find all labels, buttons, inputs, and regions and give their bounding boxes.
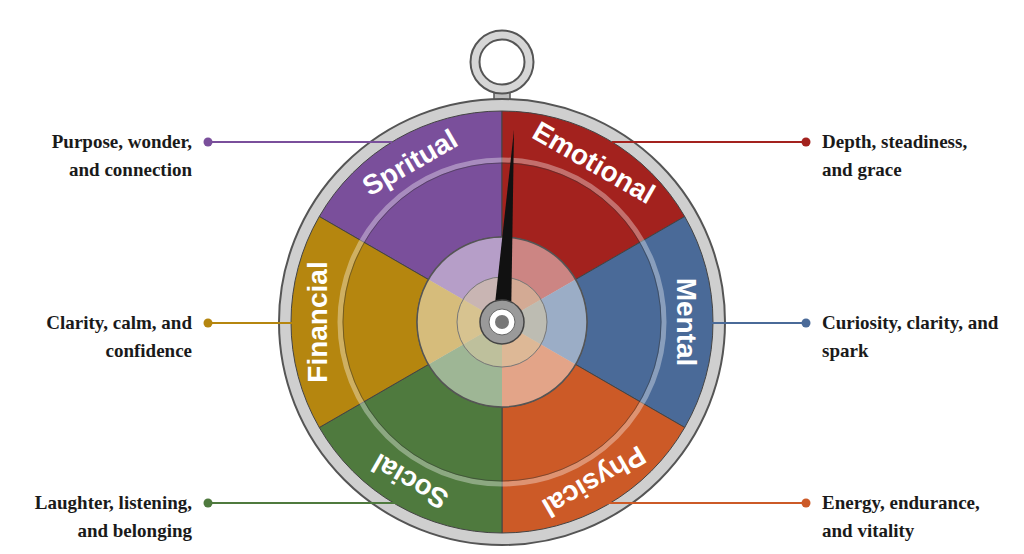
- segment-label-box: Social: [363, 445, 457, 518]
- segment-name: Emotional: [524, 113, 664, 212]
- callout-text: Clarity, calm, and confidence: [42, 309, 192, 365]
- bevel-ring: [340, 160, 664, 484]
- needle-hub: [480, 300, 524, 344]
- leader-dot: [802, 319, 811, 328]
- segment-name: Physical: [533, 437, 654, 526]
- callout-text: Purpose, wonder, and connection: [20, 128, 192, 184]
- segment-label-box: Mental: [670, 274, 702, 371]
- leader-dot: [204, 499, 213, 508]
- inner-ring-line: [343, 163, 661, 481]
- leader-dot: [802, 138, 811, 147]
- segment-label-box: Financial: [302, 257, 334, 386]
- ring-outline: [475, 35, 529, 89]
- hub-ring: [489, 309, 515, 335]
- callout-text: Depth, steadiness, and grace: [822, 128, 1002, 184]
- segment-label-box: Physical: [533, 437, 654, 526]
- leader-line: [208, 141, 392, 143]
- leader-line: [208, 502, 398, 504]
- hub-pin: [495, 315, 509, 329]
- leader-dot: [204, 319, 213, 328]
- leader-line: [208, 322, 300, 324]
- segment-name: Mental: [670, 274, 702, 371]
- leader-line: [612, 141, 806, 143]
- callout-text: Energy, endurance, and vitality: [822, 489, 1004, 545]
- segment-name: Financial: [302, 257, 334, 386]
- leader-dot: [204, 138, 213, 147]
- leader-line: [608, 502, 806, 504]
- hanging-ring: [475, 35, 529, 89]
- leader-dot: [802, 499, 811, 508]
- segment-name: Social: [363, 445, 457, 518]
- segment-label-box: Emotional: [524, 113, 664, 212]
- compass-needle: [493, 130, 514, 322]
- leader-line: [708, 322, 806, 324]
- compass-rim: [279, 99, 725, 545]
- callout-text: Curiosity, clarity, and spark: [822, 309, 1004, 365]
- callout-text: Laughter, listening, and belonging: [12, 489, 192, 545]
- segment-name: Spritual: [353, 121, 466, 205]
- segment-label-box: Spritual: [353, 121, 466, 205]
- compass-face: [291, 111, 713, 533]
